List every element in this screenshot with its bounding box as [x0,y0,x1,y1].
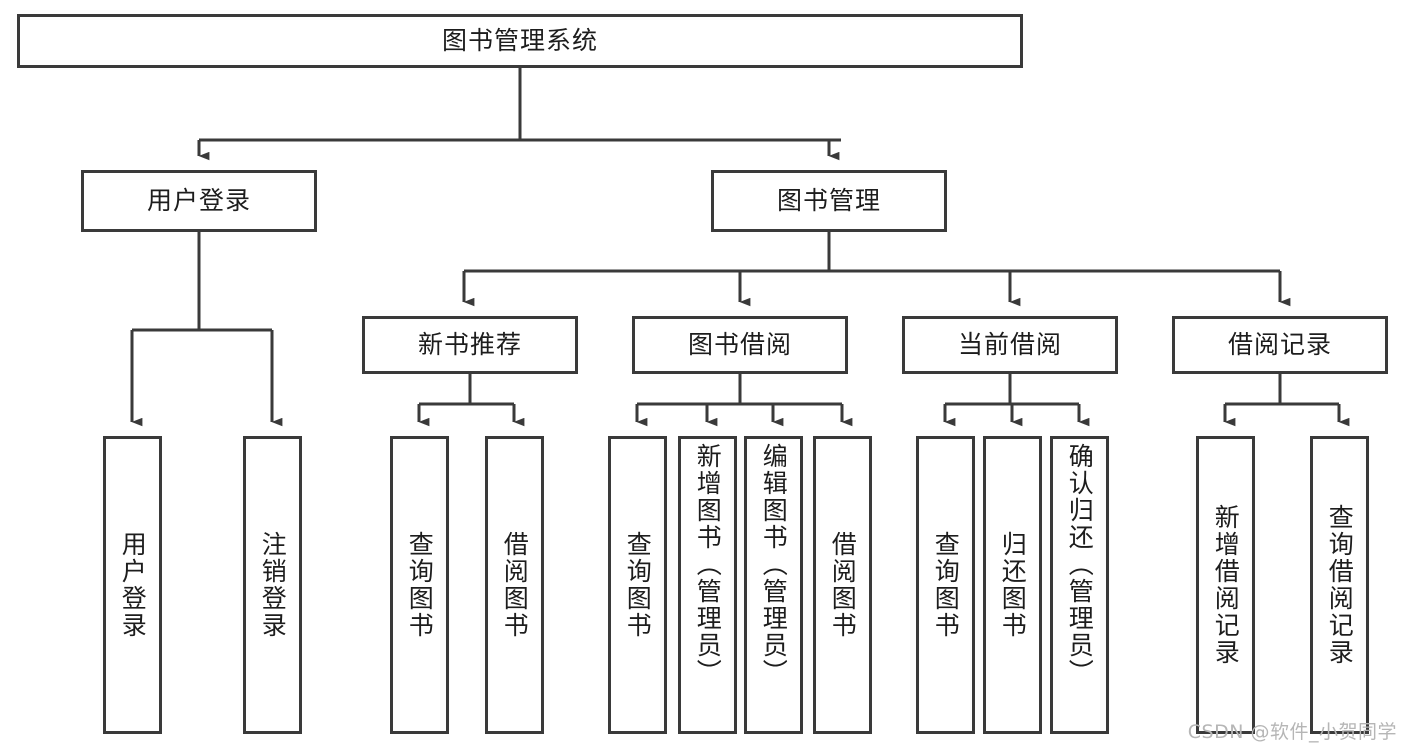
node-leaf-user-logout[interactable]: 注销登录 [243,436,302,734]
node-leaf-confirm-return-admin[interactable]: 确认归还（管理员） [1050,436,1109,734]
node-book-manage[interactable]: 图书管理 [711,170,947,232]
node-label: 确认归还（管理员） [1065,443,1095,686]
node-leaf-query-book-current[interactable]: 查询图书 [916,436,975,734]
node-leaf-add-book-admin[interactable]: 新增图书（管理员） [678,436,737,734]
node-leaf-return-book[interactable]: 归还图书 [983,436,1042,734]
node-label: 查询图书 [623,531,653,639]
node-current-borrow[interactable]: 当前借阅 [902,316,1118,374]
node-label: 图书借阅 [687,329,792,359]
node-label: 新书推荐 [417,329,522,359]
node-label: 图书管理系统 [441,25,598,55]
node-borrow-record[interactable]: 借阅记录 [1172,316,1388,374]
node-new-book-recommend[interactable]: 新书推荐 [362,316,578,374]
node-user-login[interactable]: 用户登录 [81,170,317,232]
node-leaf-query-book-borrow[interactable]: 查询图书 [608,436,667,734]
node-label: 查询借阅记录 [1325,504,1355,666]
node-label: 借阅图书 [828,531,858,639]
node-leaf-add-borrow-record[interactable]: 新增借阅记录 [1196,436,1255,734]
node-label: 借阅记录 [1227,329,1332,359]
node-label: 注销登录 [258,531,288,639]
node-leaf-borrow-book-rec[interactable]: 借阅图书 [485,436,544,734]
node-label: 图书管理 [776,185,881,215]
node-label: 查询图书 [405,531,435,639]
node-book-borrow[interactable]: 图书借阅 [632,316,848,374]
csdn-watermark: CSDN @软件_小贺同学 [1187,721,1397,743]
node-label: 查询图书 [931,531,961,639]
node-root-system[interactable]: 图书管理系统 [17,14,1023,68]
node-leaf-edit-book-admin[interactable]: 编辑图书（管理员） [744,436,803,734]
node-label: 新增图书（管理员） [693,443,723,686]
node-label: 用户登录 [146,185,251,215]
node-label: 编辑图书（管理员） [759,443,789,686]
node-leaf-user-login[interactable]: 用户登录 [103,436,162,734]
node-leaf-query-book-rec[interactable]: 查询图书 [390,436,449,734]
node-label: 新增借阅记录 [1211,504,1241,666]
node-leaf-query-borrow-record[interactable]: 查询借阅记录 [1310,436,1369,734]
node-label: 归还图书 [998,531,1028,639]
node-label: 借阅图书 [500,531,530,639]
node-leaf-borrow-book[interactable]: 借阅图书 [813,436,872,734]
node-label: 用户登录 [118,531,148,639]
node-label: 当前借阅 [957,329,1062,359]
